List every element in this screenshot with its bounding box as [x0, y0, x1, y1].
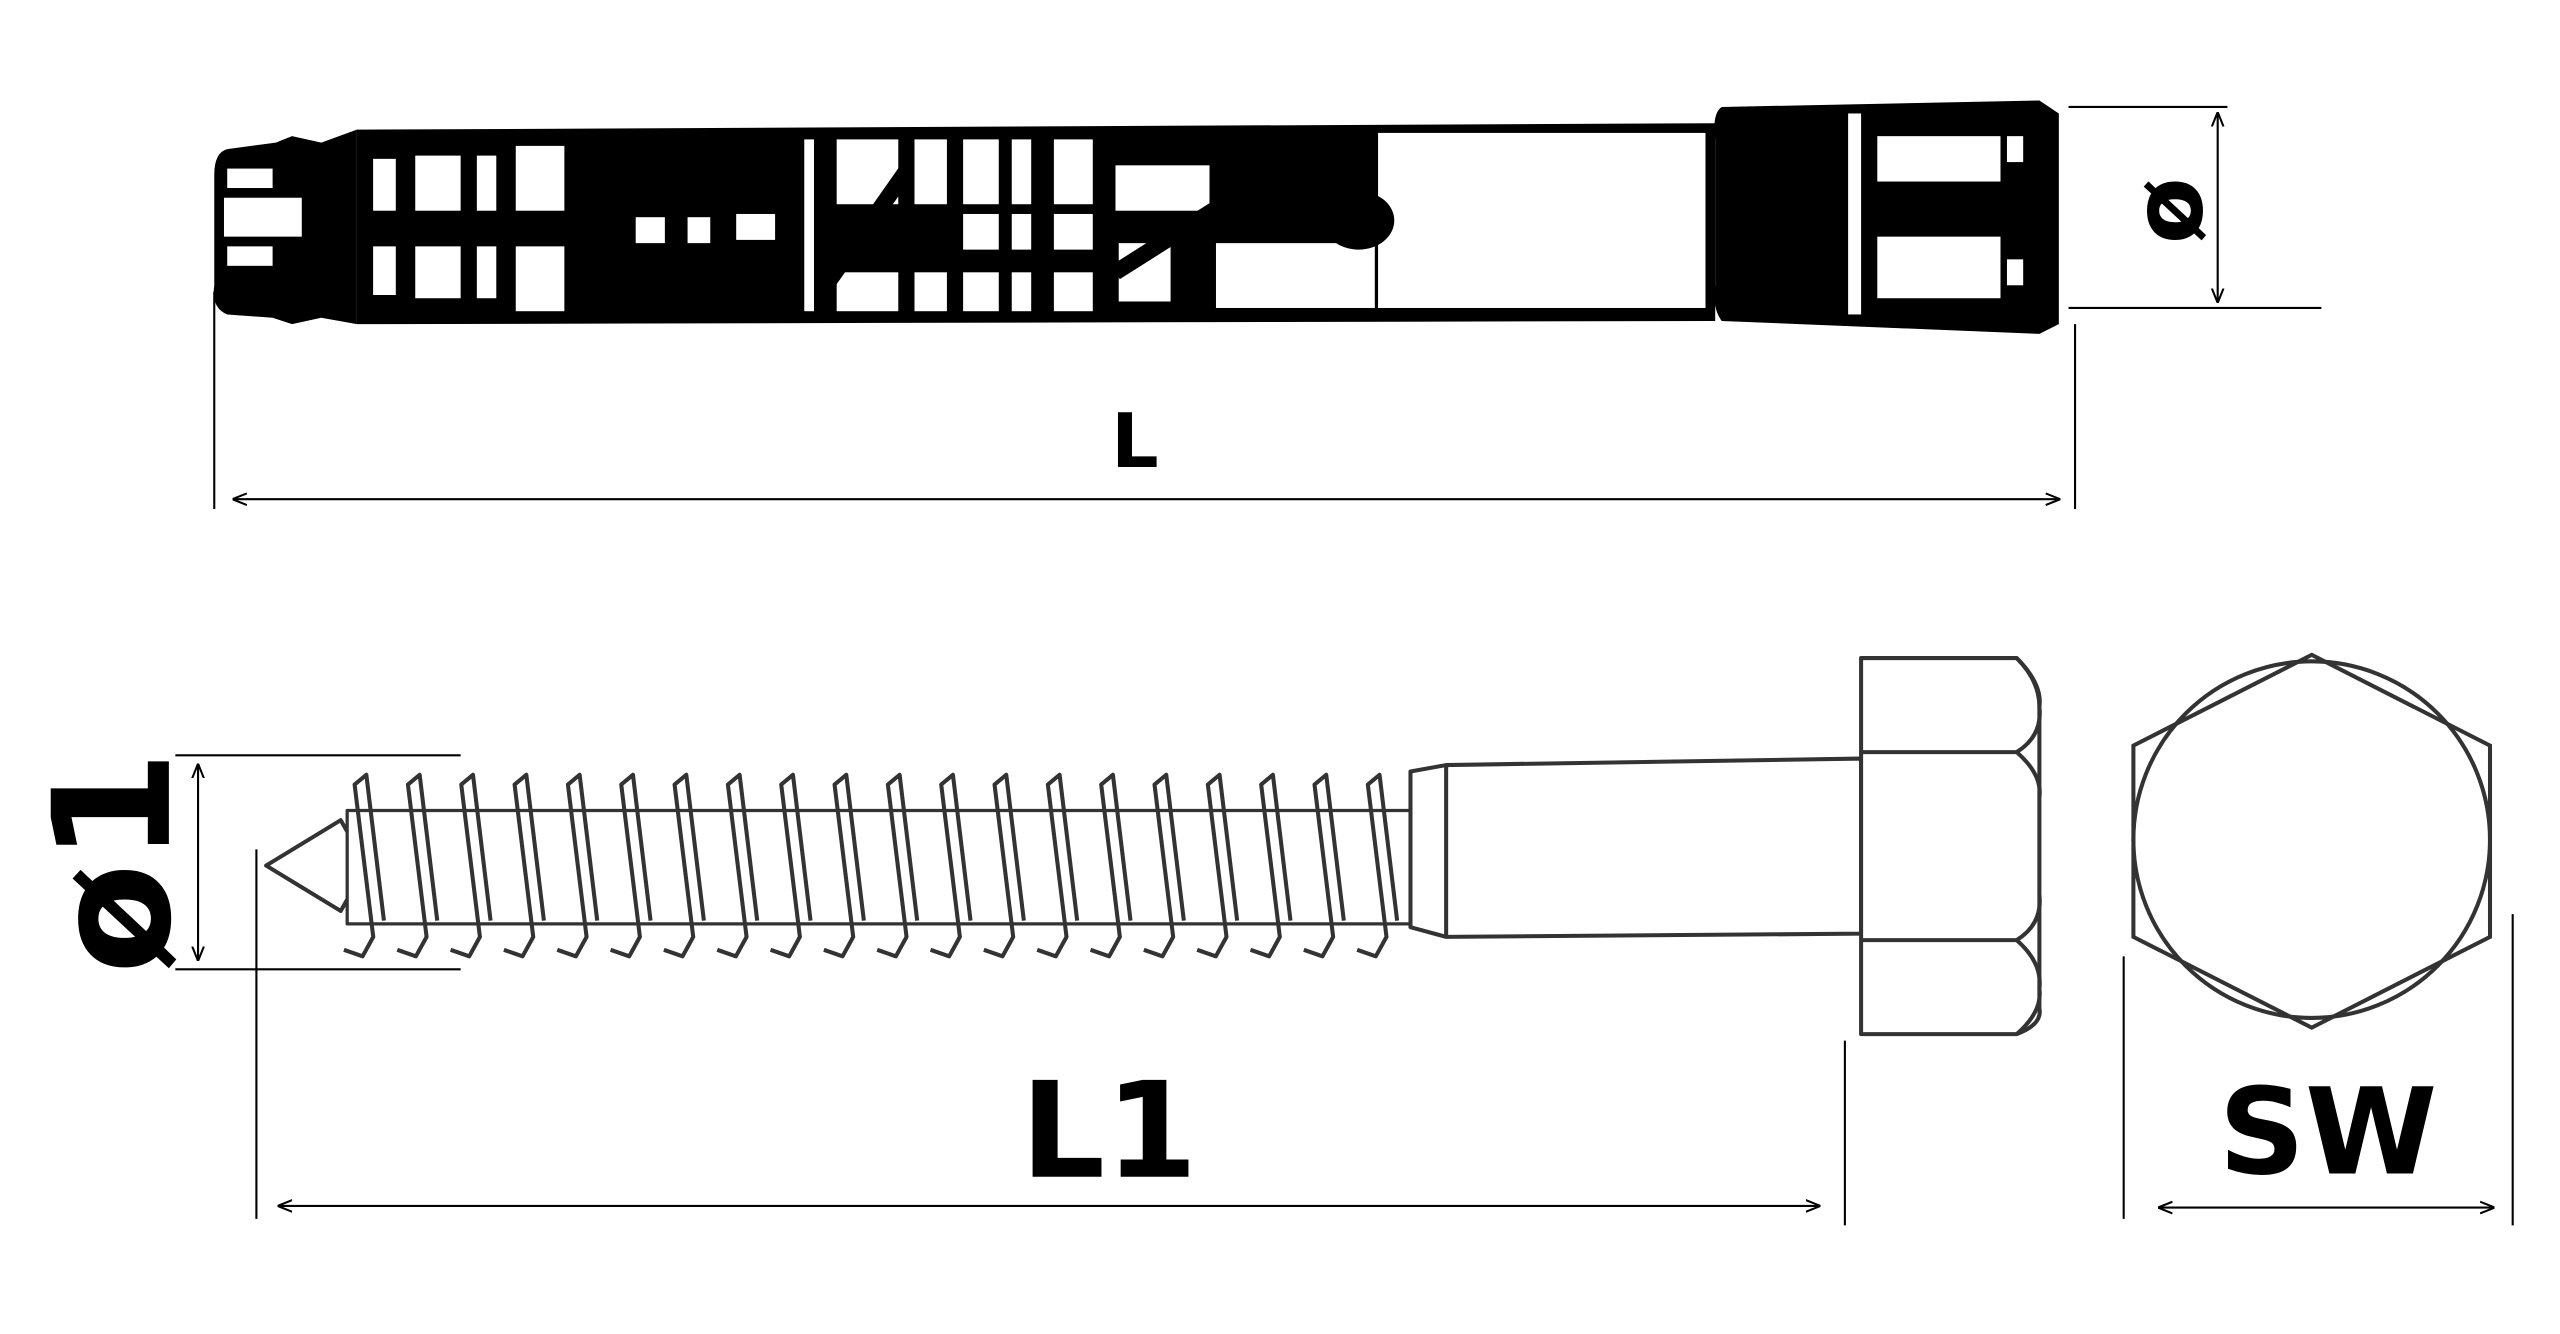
plug-length-dimension [213, 291, 2077, 509]
plug-length-label: L [1111, 398, 1159, 485]
screw-diameter-dimension [175, 754, 461, 971]
thread-turn [1356, 772, 1400, 959]
screw-threads [343, 772, 1400, 959]
thread-turn [1196, 772, 1240, 959]
screw-hex-head [1859, 656, 2042, 1037]
thread-turn [449, 772, 493, 959]
screw-diameter-label: ø1 [20, 750, 208, 974]
thread-turn [609, 772, 653, 959]
thread-turn [396, 772, 440, 959]
thread-turn [1143, 772, 1186, 959]
plug-diameter-label: ø [2111, 177, 2224, 244]
screw-point [264, 818, 356, 913]
plug-body [356, 123, 1716, 325]
thread-turn [1089, 772, 1133, 959]
screw-shank [1408, 756, 1864, 939]
wrench-size-label: SW [2219, 1064, 2438, 1203]
hex-head-screw [264, 656, 2042, 1037]
screw-length-dimension [255, 849, 1846, 1226]
thread-turn [1303, 772, 1346, 959]
hex-chamfer-circle [2131, 659, 2493, 1020]
thread-turn [663, 772, 706, 959]
thread-turn [823, 772, 866, 959]
thread-turn [929, 772, 973, 959]
hex-head-top-view [2131, 652, 2493, 1030]
frame-plug [213, 100, 2059, 334]
plug-diameter-dimension [2068, 105, 2322, 310]
wrench-size-dimension [2122, 914, 2514, 1226]
thread-turn [1249, 772, 1293, 959]
thread-turn [769, 772, 813, 959]
plug-slots [373, 132, 1706, 312]
plug-tongue-ball [1322, 191, 1395, 250]
hexagon-outline [2131, 652, 2493, 1030]
plug-collar [1714, 100, 2059, 334]
thread-turn [1036, 772, 1080, 959]
thread-turn [716, 772, 760, 959]
thread-turn [983, 772, 1026, 959]
thread-turn [556, 772, 600, 959]
thread-turn [876, 772, 920, 959]
thread-turn [503, 772, 546, 959]
screw-length-label: L1 [1020, 1055, 1197, 1209]
thread-turn [343, 772, 386, 959]
